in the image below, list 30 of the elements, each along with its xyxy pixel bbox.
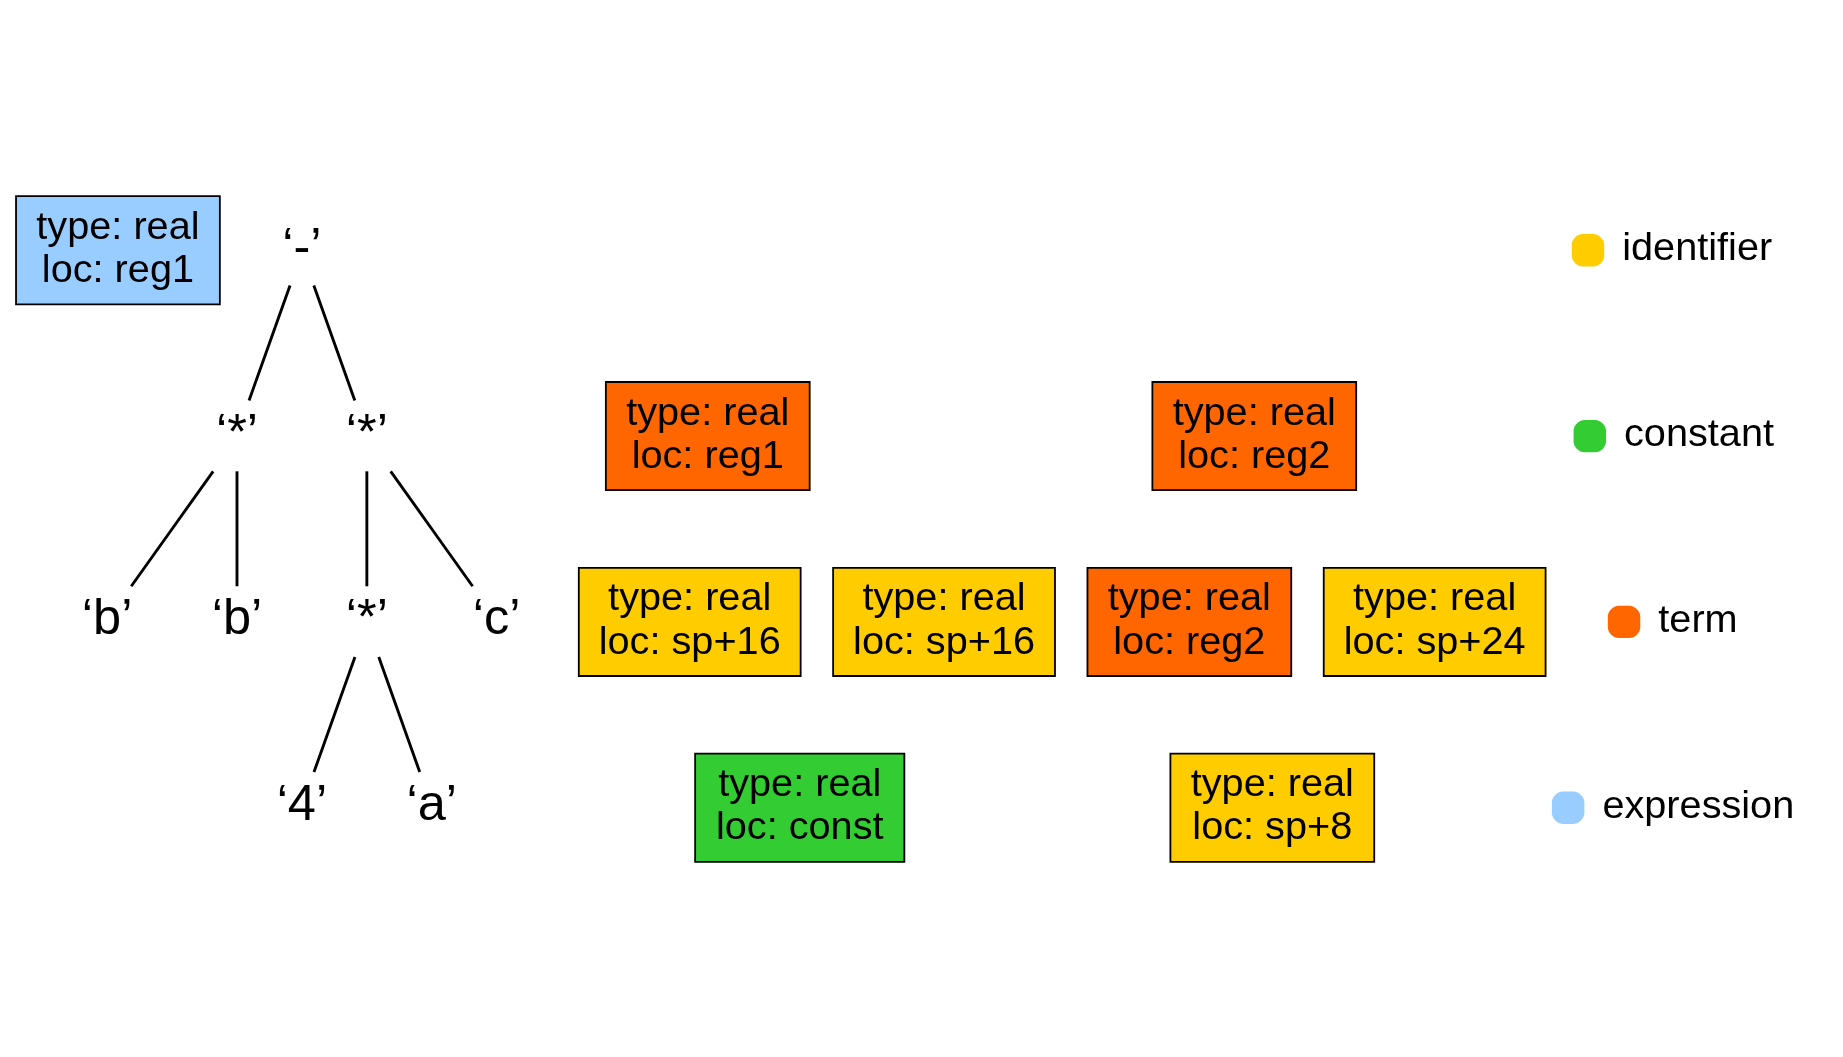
node-text: ‘a’: [406, 773, 458, 831]
node-box: type: real loc: sp+24: [1322, 566, 1547, 677]
connector: [235, 470, 239, 586]
connector: [389, 470, 474, 587]
node-box: type: real loc: sp+8: [1169, 752, 1376, 863]
legend-label: identifier: [1622, 223, 1773, 268]
connector: [130, 470, 215, 587]
connector: [312, 284, 357, 401]
connector: [247, 284, 292, 401]
legend-label: term: [1658, 595, 1738, 640]
node-text: ‘c’: [472, 587, 521, 645]
node-text: ‘*’: [215, 402, 259, 460]
node-text: ‘*’: [345, 587, 388, 645]
node-box: type: real loc: const: [694, 752, 906, 863]
connector: [365, 470, 369, 586]
node-box: type: real loc: reg1: [604, 380, 811, 491]
node-box: type: real loc: sp+16: [832, 566, 1056, 677]
node-text: ‘4’: [276, 773, 328, 831]
node-box: type: real loc: reg2: [1086, 566, 1293, 677]
connector: [312, 656, 357, 773]
node-box: type: real loc: reg2: [1151, 380, 1358, 491]
node-text: ‘*’: [345, 402, 388, 460]
node-text: ‘b’: [81, 587, 133, 645]
legend-label: constant: [1624, 409, 1775, 454]
node-text: ‘b’: [211, 587, 263, 645]
legend-label: expression: [1602, 781, 1795, 826]
connector: [377, 656, 422, 773]
node-text: ‘-’: [282, 216, 322, 274]
node-box: type: real loc: reg1: [15, 194, 221, 305]
node-box: type: real loc: sp+16: [577, 566, 802, 677]
